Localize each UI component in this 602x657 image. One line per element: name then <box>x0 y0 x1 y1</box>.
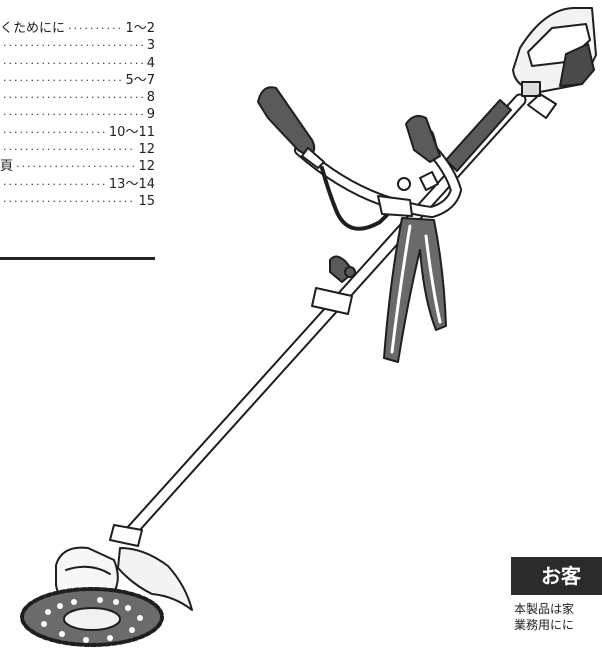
toc-entry-page: 9 <box>146 107 155 123</box>
toc-entry-page: 12 <box>138 142 155 158</box>
toc-dot-leader: ········································… <box>3 73 124 87</box>
toc-entry: ········································… <box>0 37 155 54</box>
toc-entry-page: 13〜14 <box>108 176 155 192</box>
left-handle-grip <box>257 86 316 157</box>
toc-dot-leader: ········································… <box>3 56 145 70</box>
toc-entry: くためにに···································… <box>0 20 155 37</box>
battery-housing <box>512 7 597 97</box>
debris-guard <box>117 547 193 611</box>
toc-entry-page: 3 <box>146 38 155 54</box>
lower-shaft-clamp <box>109 524 143 547</box>
right-handle-grip <box>405 115 441 163</box>
toc-dot-leader: ········································… <box>3 91 145 105</box>
toc-dot-leader: ········································… <box>3 125 107 139</box>
toc-dot-leader: ········································… <box>3 194 136 208</box>
shaft-coupling <box>311 255 356 315</box>
toc-entry-title: くためにに <box>0 21 66 36</box>
toc-entry: ········································… <box>0 193 155 210</box>
saw-blade <box>20 587 164 647</box>
notice-line: 業務用にに <box>514 618 575 632</box>
rear-grip <box>445 99 512 172</box>
hanger-loop <box>527 93 557 119</box>
toc-entry: ········································… <box>0 72 155 89</box>
toc-entry-page: 5〜7 <box>125 72 155 88</box>
toc-entry: ········································… <box>0 141 155 158</box>
toc-entry: ········································… <box>0 89 155 106</box>
toc-dot-leader: ········································… <box>16 160 137 174</box>
toc-dot-leader: ········································… <box>3 177 107 191</box>
shoulder-strap <box>383 217 447 363</box>
toc-entry-page: 8 <box>146 90 155 106</box>
toc-dot-leader: ········································… <box>68 22 123 35</box>
toc-entry: ········································… <box>0 106 155 123</box>
customer-notice-box: お客 本製品は家 業務用にに <box>511 557 602 657</box>
toc-entry: ········································… <box>0 55 155 72</box>
toc-dot-leader: ········································… <box>3 143 136 157</box>
toc-entry-title: 頁 <box>0 159 14 175</box>
toc-dot-leader: ········································… <box>3 39 145 53</box>
toc-entry-page: 1〜2 <box>125 21 155 36</box>
toc-entry: ········································… <box>0 124 155 141</box>
toc-bottom-rule <box>0 257 155 260</box>
toc-entry-page: 15 <box>138 193 155 209</box>
toc-entry: 頁·······································… <box>0 158 155 175</box>
toc-entry: ········································… <box>0 176 155 193</box>
table-of-contents: くためにに···································… <box>0 0 155 260</box>
toc-entry-page: 10〜11 <box>108 124 155 140</box>
toc-entry-page: 4 <box>146 55 155 71</box>
handle-clamp <box>377 171 439 217</box>
toc-dot-leader: ········································… <box>3 108 145 122</box>
toc-entry-page: 12 <box>138 159 155 175</box>
notice-line: 本製品は家 <box>514 602 575 616</box>
notice-body: 本製品は家 業務用にに <box>511 595 602 633</box>
notice-heading: お客 <box>511 557 602 595</box>
